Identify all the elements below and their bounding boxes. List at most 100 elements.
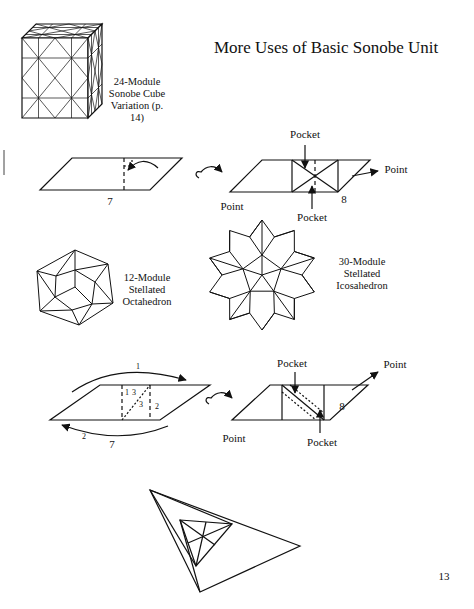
icosahedron-edge (210, 258, 222, 275)
icosahedron-edge (262, 220, 263, 255)
octahedron-edge (75, 287, 92, 304)
callout-number: 8 (337, 193, 351, 206)
octahedron-edge (95, 264, 108, 282)
octahedron-edge (40, 310, 72, 311)
cube-pattern-line (33, 27, 99, 28)
part-name: Pocket (267, 357, 317, 370)
octahedron-edge (108, 264, 113, 303)
icosahedron-edge (229, 231, 230, 252)
cube-pattern-line (71, 38, 72, 118)
cube-pattern-line (39, 24, 53, 38)
cube-pattern-line (22, 38, 88, 118)
stellated-octahedron (37, 250, 113, 325)
icosahedron-edge (302, 275, 314, 292)
cube-pattern-line (38, 38, 39, 118)
icosahedron-edge (262, 269, 281, 275)
unit-crease (180, 520, 200, 592)
point-arrow (352, 372, 378, 390)
unit-paper (40, 158, 182, 190)
unit-paper (232, 385, 368, 420)
octahedron-edge (56, 270, 75, 276)
sonobe-cube (22, 24, 102, 118)
part-name: Pocket (297, 436, 347, 449)
pocket-arrow (319, 410, 320, 433)
icosahedron-edge (294, 251, 314, 258)
cube-pattern-line (91, 35, 92, 115)
callout-number: 7 (103, 195, 117, 208)
turn-over-symbol (206, 393, 232, 404)
icosahedron-edge (210, 258, 243, 269)
icosahedron-edge (222, 269, 243, 275)
icosahedron-edge (274, 231, 294, 237)
valley-fold (121, 385, 122, 420)
crease (281, 385, 282, 420)
icosahedron-edge (210, 258, 222, 275)
cube-face (22, 38, 88, 118)
icosahedron-edge (250, 275, 262, 291)
crease (292, 160, 338, 192)
icosahedron-edge (281, 258, 314, 269)
icosahedron-edge (274, 231, 294, 237)
icosahedron-edge (210, 251, 230, 258)
octahedron-edge (37, 271, 55, 297)
cube-pattern-line (22, 98, 88, 99)
icosahedron-edge (243, 269, 250, 291)
cube-pattern-line (88, 84, 102, 98)
unit-crease (180, 520, 215, 545)
icosahedron-edge (294, 299, 295, 320)
icosahedron-edge (250, 313, 262, 330)
octahedron-edge (40, 311, 79, 325)
icosahedron-edge (250, 220, 262, 237)
valley-fold (149, 385, 150, 420)
icosahedron-edge (229, 299, 230, 320)
crease (291, 160, 292, 192)
icosahedron-edge (294, 231, 295, 252)
icosahedron-edge (273, 291, 275, 313)
octahedron-edge (37, 250, 75, 271)
callout-number: 8 (335, 400, 349, 413)
icosahedron-edge (230, 291, 251, 319)
icosahedron-edge (230, 231, 250, 237)
cube-pattern-line (22, 38, 88, 118)
figure-caption: 12-Module Stellated Octahedron (116, 272, 178, 308)
part-name: Pocket (287, 211, 337, 224)
unit-crease (150, 490, 232, 524)
octahedron-edge (55, 276, 56, 297)
icosahedron-edge (229, 231, 230, 252)
icosahedron-edge (249, 291, 251, 313)
part-name: Point (214, 432, 254, 445)
cube-pattern-line (22, 58, 88, 59)
octahedron-edge (95, 282, 113, 303)
fold-arrow (62, 425, 168, 436)
unit-outline (150, 490, 300, 592)
cube-pattern-line (98, 28, 99, 108)
part-name: Pocket (280, 128, 330, 141)
page-title: More Uses of Basic Sonobe Unit (214, 38, 438, 58)
icosahedron-edge (274, 291, 295, 319)
fold-arrow (128, 161, 158, 170)
valley-fold (123, 158, 124, 190)
step-number: 1 (123, 388, 131, 397)
octahedron-edge (75, 250, 108, 264)
icosahedron-edge (294, 292, 314, 299)
part-name: Point (376, 163, 416, 176)
icosahedron-edge (230, 313, 250, 319)
icosahedron-edge (243, 255, 262, 269)
octahedron-edge (75, 270, 95, 282)
icosahedron-edge (274, 269, 281, 291)
octahedron-edge (37, 271, 56, 276)
step-number: 2 (153, 402, 161, 411)
figure-caption: 24-Module Sonobe Cube Variation (p. 14) (105, 76, 169, 124)
turn-over-symbol (196, 167, 222, 178)
step-number: 1 (133, 362, 143, 371)
icosahedron-edge (294, 299, 295, 320)
octahedron-edge (92, 303, 113, 304)
cube-pattern-line (22, 24, 102, 38)
icosahedron-edge (210, 275, 222, 292)
step-number: 3 (137, 400, 145, 409)
octahedron-edge (79, 304, 92, 325)
pocket-arrow (311, 186, 312, 209)
icosahedron-edge (302, 275, 314, 292)
icosahedron-edge (230, 313, 250, 319)
